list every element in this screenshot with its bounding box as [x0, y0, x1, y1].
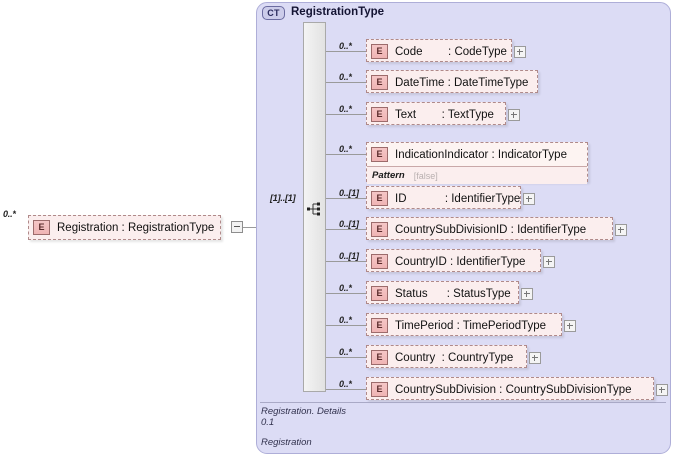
- facet-pattern-value: [false]: [413, 170, 438, 181]
- element-cardinality: 0..[1]: [339, 188, 359, 198]
- expand-plus-icon[interactable]: [521, 288, 533, 300]
- element-badge-icon: E: [371, 191, 388, 206]
- element-node-datetime[interactable]: E DateTime : DateTimeType: [366, 70, 538, 93]
- expand-plus-icon[interactable]: [615, 224, 627, 236]
- element-label: Text : TextType: [395, 108, 494, 121]
- connector-line: [326, 293, 366, 294]
- expand-plus-icon[interactable]: [529, 352, 541, 364]
- connector-line: [326, 261, 366, 262]
- expand-plus-icon[interactable]: [508, 109, 520, 121]
- element-badge-icon: E: [371, 318, 388, 333]
- connector-line: [326, 51, 366, 52]
- root-cardinality: 0..*: [3, 209, 16, 219]
- connector-line: [326, 229, 366, 230]
- connector-line: [326, 82, 366, 83]
- sequence-icon: [307, 202, 320, 216]
- element-label: Status : StatusType: [395, 287, 511, 300]
- element-node-timeperiod[interactable]: E TimePeriod : TimePeriodType: [366, 313, 562, 336]
- model-group-cardinality: [1]..[1]: [270, 193, 296, 203]
- element-badge-icon: E: [371, 382, 388, 397]
- expand-plus-icon[interactable]: [514, 46, 526, 58]
- footer-divider: [260, 402, 666, 403]
- expand-plus-icon[interactable]: [543, 256, 555, 268]
- element-badge-icon: E: [371, 107, 388, 122]
- element-cardinality: 0..*: [339, 104, 352, 114]
- element-label: TimePeriod : TimePeriodType: [395, 319, 547, 332]
- element-label: CountrySubDivisionID : IdentifierType: [395, 223, 587, 236]
- element-label: IndicationIndicator : IndicatorType: [395, 148, 567, 161]
- expand-plus-icon[interactable]: [564, 320, 576, 332]
- element-node-registration[interactable]: E Registration : RegistrationType: [28, 215, 222, 240]
- complextype-title: RegistrationType: [291, 6, 385, 18]
- element-node-countrysubdivisionid[interactable]: E CountrySubDivisionID : IdentifierType: [366, 217, 613, 240]
- connector-line: [243, 227, 260, 228]
- connector-line: [326, 154, 366, 155]
- element-node-countryid[interactable]: E CountryID : IdentifierType: [366, 249, 541, 272]
- element-cardinality: 0..[1]: [339, 219, 359, 229]
- connector-line: [326, 325, 366, 326]
- element-node-country[interactable]: E Country : CountryType: [366, 345, 527, 368]
- connector-line: [326, 357, 366, 358]
- expand-plus-icon[interactable]: [523, 193, 535, 205]
- element-label: Country : CountryType: [395, 351, 514, 364]
- facet-pattern-row: Pattern [false]: [367, 166, 587, 184]
- element-node-status[interactable]: E Status : StatusType: [366, 281, 519, 304]
- element-badge-icon: E: [371, 147, 388, 162]
- collapse-minus-icon[interactable]: [231, 221, 243, 233]
- element-cardinality: 0..*: [339, 144, 352, 154]
- element-label: Registration : RegistrationType: [57, 221, 215, 234]
- element-badge-icon: E: [371, 286, 388, 301]
- element-label: Code : CodeType: [395, 45, 507, 58]
- element-cardinality: 0..*: [339, 379, 352, 389]
- element-cardinality: 0..*: [339, 72, 352, 82]
- expand-plus-icon[interactable]: [656, 384, 668, 396]
- element-badge-icon: E: [371, 222, 388, 237]
- element-cardinality: 0..*: [339, 283, 352, 293]
- connector-line: [326, 389, 366, 390]
- element-label: DateTime : DateTimeType: [395, 76, 529, 89]
- complextype-badge-icon: CT: [262, 6, 285, 20]
- element-badge-icon: E: [371, 254, 388, 269]
- element-badge-icon: E: [33, 220, 50, 235]
- footer-detail-text: Registration. Details 0.1: [261, 406, 347, 428]
- connector-line: [326, 198, 366, 199]
- element-badge-icon: E: [371, 75, 388, 90]
- element-label: ID : IdentifierType: [395, 192, 521, 205]
- element-cardinality: 0..*: [339, 41, 352, 51]
- element-node-code[interactable]: E Code : CodeType: [366, 39, 512, 62]
- element-node-countrysubdivision[interactable]: E CountrySubDivision : CountrySubDivision…: [366, 377, 654, 400]
- connector-line: [326, 114, 366, 115]
- element-cardinality: 0..*: [339, 347, 352, 357]
- footer-name-text: Registration: [261, 437, 312, 448]
- model-group-bar[interactable]: [303, 22, 326, 392]
- element-badge-icon: E: [371, 350, 388, 365]
- element-cardinality: 0..*: [339, 315, 352, 325]
- facet-pattern-label: Pattern: [372, 170, 405, 181]
- element-node-id[interactable]: E ID : IdentifierType: [366, 186, 521, 209]
- element-label: CountryID : IdentifierType: [395, 255, 526, 268]
- element-node-text[interactable]: E Text : TextType: [366, 102, 506, 125]
- element-cardinality: 0..[1]: [339, 251, 359, 261]
- element-badge-icon: E: [371, 44, 388, 59]
- element-label: CountrySubDivision : CountrySubDivisionT…: [395, 383, 632, 396]
